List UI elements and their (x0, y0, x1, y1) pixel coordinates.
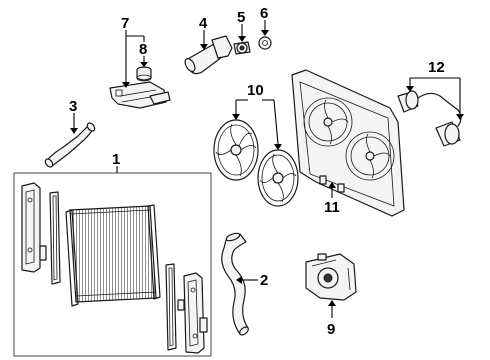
callout-1: 1 (112, 151, 120, 168)
fan-motor-lower (435, 109, 462, 147)
lower-radiator-hose (221, 232, 249, 336)
radiator-core (65, 204, 161, 307)
callout-4: 4 (199, 15, 208, 32)
radiator-left-gasket (49, 191, 61, 285)
callout-10: 10 (247, 82, 264, 99)
radiator-assembly-frame (13, 172, 212, 357)
fan-motor-upper (397, 90, 459, 113)
upper-radiator-hose (44, 122, 96, 168)
callout-9: 9 (327, 321, 335, 338)
water-outlet-fitting (184, 35, 233, 75)
cooling-fan-left (213, 119, 259, 181)
callout-6: 6 (260, 5, 268, 22)
coolant-reservoir-assembly (109, 81, 171, 109)
callout-leaders (70, 20, 464, 318)
thermostat-gasket (258, 36, 272, 50)
callout-11: 11 (324, 199, 340, 216)
fan-shroud (291, 69, 405, 217)
callout-3: 3 (69, 98, 77, 115)
radiator-assembly-group (13, 172, 212, 357)
reservoir-cap (136, 66, 152, 82)
radiator-right-tank (177, 272, 208, 354)
callout-7: 7 (121, 15, 129, 32)
thermostat (233, 41, 251, 55)
callout-5: 5 (237, 9, 245, 26)
callout-12: 12 (428, 59, 445, 76)
water-pump (305, 253, 357, 301)
callout-2: 2 (260, 272, 268, 289)
callout-labels: 1 2 3 4 5 6 7 8 9 10 11 12 (69, 5, 445, 338)
callout-8: 8 (139, 41, 147, 58)
radiator-left-tank (21, 182, 47, 273)
radiator-right-gasket (165, 263, 177, 351)
cooling-fan-right (257, 149, 299, 207)
